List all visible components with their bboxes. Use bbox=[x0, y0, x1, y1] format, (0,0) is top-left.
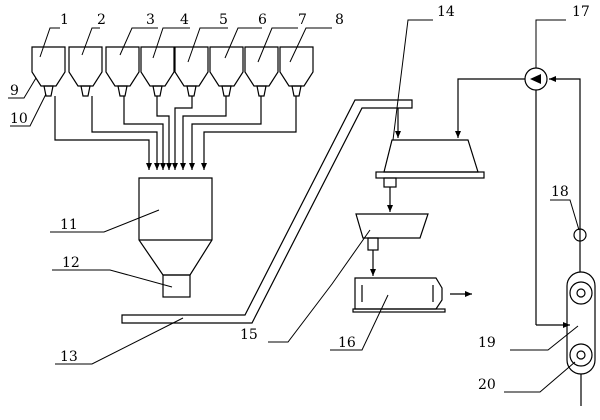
label-3: 3 bbox=[146, 12, 155, 28]
element-18 bbox=[573, 228, 587, 242]
hopper-2 bbox=[68, 46, 103, 97]
label-6: 6 bbox=[258, 12, 267, 28]
label-8: 8 bbox=[335, 12, 344, 28]
conveyor-13 bbox=[121, 99, 413, 324]
hopper-4 bbox=[140, 46, 175, 97]
unit-14 bbox=[375, 139, 485, 188]
label-9: 9 bbox=[10, 83, 19, 99]
unit-15 bbox=[355, 213, 429, 251]
label-10: 10 bbox=[10, 111, 28, 127]
label-15: 15 bbox=[240, 327, 258, 343]
label-7: 7 bbox=[298, 12, 307, 28]
label-19: 19 bbox=[478, 335, 496, 351]
label-12: 12 bbox=[62, 255, 80, 271]
hopper-8 bbox=[279, 46, 314, 97]
hopper-1 bbox=[31, 46, 66, 97]
label-1: 1 bbox=[60, 12, 69, 28]
label-16: 16 bbox=[338, 335, 356, 351]
label-14: 14 bbox=[437, 4, 455, 20]
hopper-6 bbox=[209, 46, 244, 97]
label-13: 13 bbox=[60, 349, 78, 365]
discharge-12 bbox=[162, 274, 191, 298]
hopper-7 bbox=[244, 46, 279, 97]
label-17: 17 bbox=[572, 4, 590, 20]
label-5: 5 bbox=[219, 12, 228, 28]
label-18: 18 bbox=[551, 184, 569, 200]
label-20: 20 bbox=[478, 377, 496, 393]
hopper-5 bbox=[174, 46, 209, 97]
label-11: 11 bbox=[60, 217, 78, 233]
mixer-11 bbox=[138, 177, 213, 276]
label-2: 2 bbox=[97, 12, 106, 28]
feed-lines bbox=[54, 96, 297, 170]
label-4: 4 bbox=[180, 12, 189, 28]
tank-19 bbox=[566, 271, 596, 375]
labels: 1 2 3 4 5 6 7 8 9 10 11 12 13 14 15 16 1… bbox=[10, 4, 590, 393]
feeder-10 bbox=[43, 85, 54, 97]
unit-16 bbox=[352, 277, 446, 313]
hopper-3 bbox=[105, 46, 140, 97]
